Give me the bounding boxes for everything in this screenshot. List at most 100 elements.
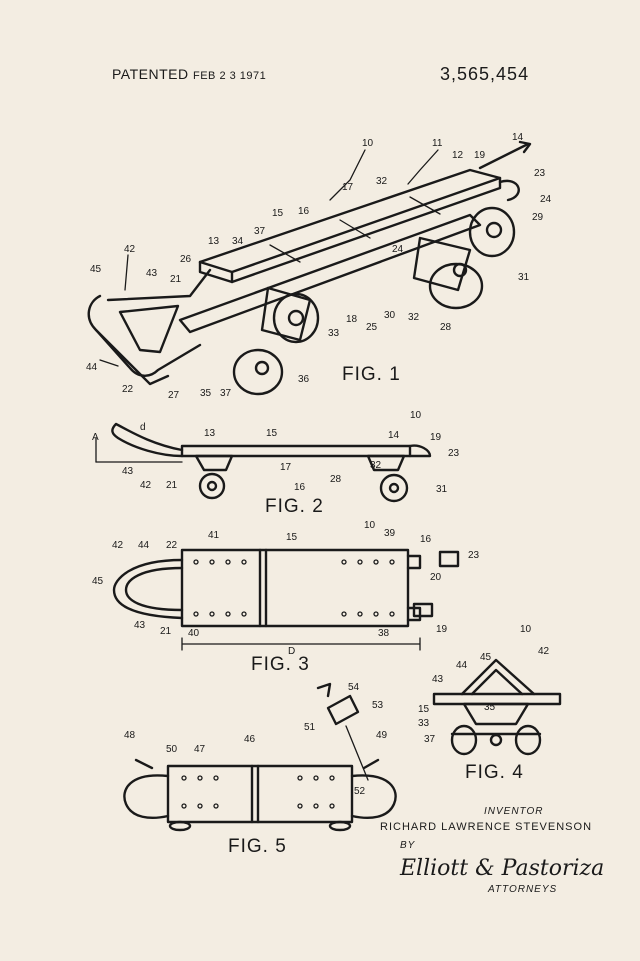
- fig1-ref-18: 18: [346, 314, 358, 325]
- fig5-ref-54: 54: [348, 682, 360, 693]
- fig2-ref-14: 14: [388, 430, 400, 441]
- fig2-ref-31: 31: [436, 484, 448, 495]
- fig4-ref-37: 37: [424, 734, 436, 745]
- fig5-ref-50: 50: [166, 744, 178, 755]
- fig4-drawing: [432, 658, 562, 756]
- fig1-ref-34: 34: [232, 236, 244, 247]
- fig3-ref-45: 45: [92, 576, 104, 587]
- fig3-ref-22: 22: [166, 540, 178, 551]
- fig2-ref-15: 15: [266, 428, 278, 439]
- fig1-ref-22: 22: [122, 384, 134, 395]
- fig2-ref-17: 17: [280, 462, 292, 473]
- fig4-ref-44: 44: [456, 660, 468, 671]
- fig4-ref-35: 35: [484, 702, 496, 713]
- fig5-ref-46: 46: [244, 734, 256, 745]
- fig1-ref-45: 45: [90, 264, 102, 275]
- fig4-label: FIG. 4: [465, 762, 524, 783]
- fig1-ref-28: 28: [440, 322, 452, 333]
- fig1-ref-37: 37: [220, 388, 232, 399]
- fig2-ref-23: 23: [448, 448, 460, 459]
- by-label: BY: [400, 840, 416, 851]
- patent-date: PATENTED FEB 2 3 1971: [112, 66, 267, 82]
- fig3-ref-38: 38: [378, 628, 390, 639]
- fig1-ref-26: 26: [180, 254, 192, 265]
- fig2-label: FIG. 2: [265, 496, 324, 517]
- fig1-ref-17: 17: [342, 182, 354, 193]
- fig1-ref-10: 10: [362, 138, 374, 149]
- fig1-ref-16: 16: [298, 206, 310, 217]
- fig1-ref-29: 29: [532, 212, 544, 223]
- fig2-ref-d: d: [140, 422, 146, 433]
- fig3-ref-16: 16: [420, 534, 432, 545]
- fig2-ref-28: 28: [330, 474, 342, 485]
- fig3-ref-D: D: [288, 646, 295, 657]
- fig3-ref-19: 19: [436, 624, 448, 635]
- fig2-ref-13: 13: [204, 428, 216, 439]
- fig2-ref-21: 21: [166, 480, 178, 491]
- fig3-drawing: [112, 548, 460, 651]
- fig1-ref-37: 37: [254, 226, 266, 237]
- fig3-ref-15: 15: [286, 532, 298, 543]
- fig1-ref-30: 30: [384, 310, 396, 321]
- fig4-ref-43: 43: [432, 674, 444, 685]
- fig1-label: FIG. 1: [342, 364, 401, 385]
- fig1-ref-42: 42: [124, 244, 136, 255]
- fig5-label: FIG. 5: [228, 836, 287, 857]
- fig5-ref-49: 49: [376, 730, 388, 741]
- fig5-ref-48: 48: [124, 730, 136, 741]
- fig4-ref-15: 15: [418, 704, 430, 715]
- fig3-ref-43: 43: [134, 620, 146, 631]
- fig5-ref-52: 52: [354, 786, 366, 797]
- fig1-ref-43: 43: [146, 268, 158, 279]
- fig3-ref-20: 20: [430, 572, 442, 583]
- attorneys-label: ATTORNEYS: [488, 884, 558, 895]
- fig2-ref-43: 43: [122, 466, 134, 477]
- fig2-ref-19: 19: [430, 432, 442, 443]
- fig3-ref-39: 39: [384, 528, 396, 539]
- fig1-ref-35: 35: [200, 388, 212, 399]
- fig4-ref-45: 45: [480, 652, 492, 663]
- fig1-drawing: [87, 140, 532, 396]
- fig3-ref-44: 44: [138, 540, 150, 551]
- fig4-ref-33: 33: [418, 718, 430, 729]
- fig2-ref-16: 16: [294, 482, 306, 493]
- fig1-ref-23: 23: [534, 168, 546, 179]
- fig1-ref-25: 25: [366, 322, 378, 333]
- inventor-label: INVENTOR: [484, 806, 544, 817]
- fig5-ref-47: 47: [194, 744, 206, 755]
- fig2-ref-A: A: [92, 432, 99, 443]
- fig1-ref-15: 15: [272, 208, 284, 219]
- fig5-ref-51: 51: [304, 722, 316, 733]
- fig1-ref-13: 13: [208, 236, 220, 247]
- fig1-ref-24: 24: [540, 194, 552, 205]
- fig1-ref-24: 24: [392, 244, 404, 255]
- fig4-ref-42: 42: [538, 646, 550, 657]
- fig1-ref-11: 11: [432, 138, 443, 149]
- fig3-ref-21: 21: [160, 626, 172, 637]
- attorney-signature: Elliott & Pastoriza: [400, 856, 605, 881]
- fig2-ref-42: 42: [140, 480, 152, 491]
- fig3-ref-41: 41: [208, 530, 220, 541]
- fig1-ref-33: 33: [328, 328, 340, 339]
- fig3-ref-40: 40: [188, 628, 200, 639]
- inventor-name: RICHARD LAWRENCE STEVENSON: [380, 821, 593, 833]
- fig1-ref-19: 19: [474, 150, 486, 161]
- patent-number: 3,565,454: [440, 64, 530, 84]
- fig1-ref-12: 12: [452, 150, 464, 161]
- fig1-ref-32: 32: [408, 312, 420, 323]
- fig4-ref-10: 10: [520, 624, 532, 635]
- fig1-ref-44: 44: [86, 362, 98, 373]
- fig5-drawing: [123, 682, 397, 832]
- fig3-ref-42: 42: [112, 540, 124, 551]
- fig1-ref-14: 14: [512, 132, 524, 143]
- fig1-ref-36: 36: [298, 374, 310, 385]
- fig1-ref-27: 27: [168, 390, 180, 401]
- fig3-ref-10: 10: [364, 520, 376, 531]
- fig2-ref-32: 32: [370, 460, 382, 471]
- fig3-ref-23: 23: [468, 550, 480, 561]
- fig1-ref-31: 31: [518, 272, 530, 283]
- fig5-ref-53: 53: [372, 700, 384, 711]
- fig1-ref-21: 21: [170, 274, 182, 285]
